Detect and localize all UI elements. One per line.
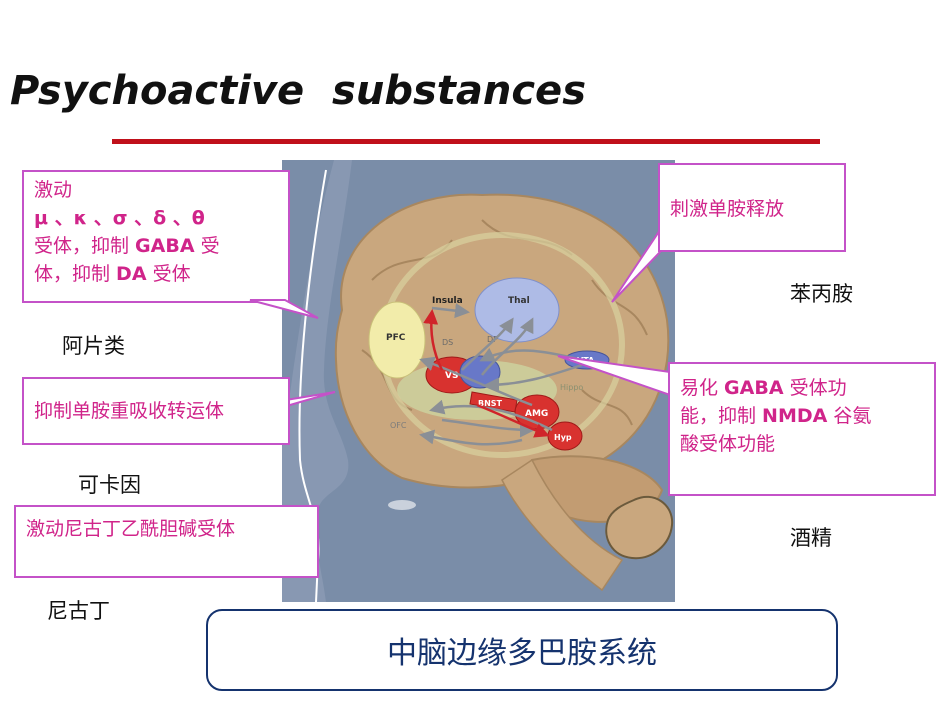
vs-label: VS [445, 371, 458, 381]
opioid-text-3: 受体，抑制 GABA 受 [34, 235, 220, 257]
pfc-label: PFC [386, 333, 406, 343]
drug-nicotine: 尼古丁 [47, 599, 110, 623]
thal-label: Thal [508, 296, 530, 306]
spinal-cord-section [605, 495, 674, 560]
brain-illustration: PFC Insula Thal DS DP VS VTA Hippo BNST … [282, 160, 675, 602]
alcohol-callout: 易化 GABA 受体功 能，抑制 NMDA 谷氨 酸受体功能 [668, 362, 936, 496]
opioid-text-1: 激动 [34, 179, 73, 201]
opioid-receptors: μ 、κ 、σ 、δ 、θ [34, 207, 205, 229]
cocaine-callout: 抑制单胺重吸收转运体 [22, 377, 290, 445]
dp-label: DP [487, 335, 498, 344]
ds-label: DS [442, 338, 453, 347]
hippo-label: Hippo [560, 383, 583, 392]
drug-amphetamine: 苯丙胺 [790, 282, 853, 306]
page-title: Psychoactive substances [10, 68, 586, 114]
title-rule [112, 139, 820, 144]
bnst-label: BNST [478, 399, 503, 408]
ofc-label: OFC [390, 421, 407, 430]
insula-label: Insula [432, 296, 463, 306]
pfc-region [368, 301, 426, 379]
opioid-text-4: 体，抑制 DA 受体 [34, 263, 191, 285]
drug-opioid: 阿片类 [62, 334, 125, 358]
face-silhouette [282, 160, 352, 602]
amphetamine-callout: 刺激单胺释放 [658, 163, 846, 252]
drug-alcohol: 酒精 [790, 526, 832, 550]
opioid-callout: 激动 μ 、κ 、σ 、δ 、θ 受体，抑制 GABA 受 体，抑制 DA 受体 [22, 170, 290, 303]
system-label: 中脑边缘多巴胺系统 [387, 636, 657, 671]
pathway-arrows [419, 303, 583, 446]
amg-label: AMG [525, 409, 548, 419]
hyp-label: Hyp [554, 433, 572, 442]
drug-cocaine: 可卡因 [78, 473, 141, 497]
thal-region [474, 277, 560, 343]
brainstem [501, 458, 624, 592]
system-label-box: 中脑边缘多巴胺系统 [206, 609, 838, 691]
nicotine-callout: 激动尼古丁乙酰胆碱受体 [14, 505, 319, 578]
